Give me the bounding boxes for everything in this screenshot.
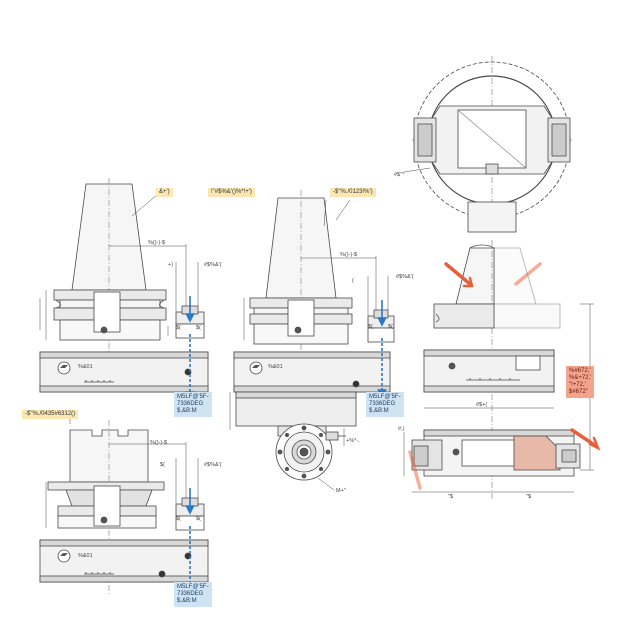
reference-tag-top-left: &+')	[156, 188, 173, 197]
brand-label: %&01	[78, 553, 93, 559]
dimension-label: $(	[176, 516, 181, 522]
dimension-label: %()-)-$	[340, 252, 358, 258]
dimension-label: +%*-,	[346, 438, 360, 444]
dimension-label: #$%&'(	[204, 262, 222, 268]
dimension-label: M+"	[336, 488, 346, 494]
spec-tag-top-left: M5LF@'5F- 7336DEG $,&B:M	[174, 392, 212, 417]
dimension-label: #$"*	[394, 172, 405, 178]
tool-holder-top-middle	[229, 190, 395, 491]
dimension-label: $(	[368, 324, 373, 330]
dimension-label: #$+(	[476, 402, 488, 408]
reference-tag-bottom-left: -$"%./0435#6312()	[22, 410, 79, 419]
dimension-label: #,)	[398, 426, 405, 432]
dimension-label: "$	[448, 494, 454, 500]
dimension-label: $(	[196, 325, 201, 331]
dimension-label: #$%&'(	[204, 462, 222, 468]
dimension-label: $(	[160, 462, 165, 468]
tool-holder-side-view	[403, 240, 594, 500]
dimension-label: %()-)-$	[150, 440, 168, 446]
dimension-label: $(	[388, 324, 393, 330]
dimension-label: "$	[526, 494, 532, 500]
tool-holder-bottom-left	[39, 414, 209, 596]
reference-tag-top-right: -$"%./0123!%')	[330, 188, 376, 197]
dimension-label: $(	[196, 516, 201, 522]
dimension-label: +)	[168, 262, 174, 268]
dimension-label: $(	[176, 325, 181, 331]
reference-tag-top-middle: !"#$%&'()%*!+')	[208, 188, 255, 197]
rotation-spec-tag: %#672,' %&+72,' "!+72,' $#672"	[566, 366, 595, 398]
tool-holder-top-left	[39, 178, 209, 401]
dimension-label: #$%&'(	[396, 274, 414, 280]
dimension-label: (	[352, 278, 354, 284]
dimension-label: %()-)-$	[148, 240, 166, 246]
tool-holder-top-view	[403, 56, 572, 233]
brand-label: %&01	[268, 364, 283, 370]
spec-tag-bottom-left: M5LF@'5F- 7336DEG $,&B:M	[174, 582, 212, 607]
spec-tag-top-middle: M5LF@'5F- 7336DEG $,&B:M	[366, 392, 404, 417]
rotation-arrows	[408, 262, 601, 490]
brand-label: %&01	[78, 364, 93, 370]
